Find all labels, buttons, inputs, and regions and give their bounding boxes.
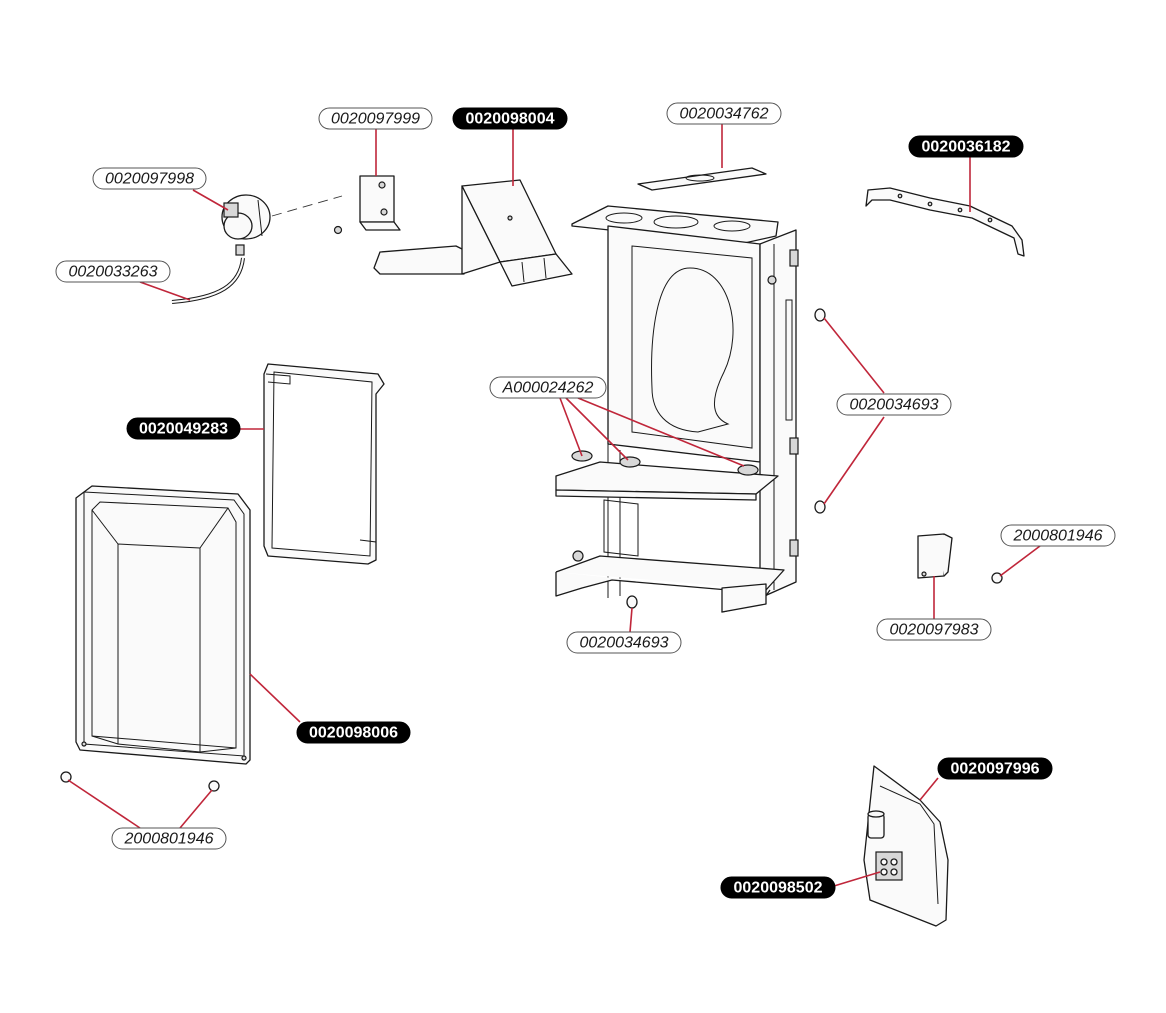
part-number-text: 0020098004	[466, 111, 555, 128]
small-cover-part	[917, 533, 953, 579]
part-number-text: 2000801946	[1013, 528, 1103, 545]
gasket-frame-part	[263, 363, 385, 565]
mounting-bracket-part	[373, 179, 573, 287]
part-label-2000801946-bottom: 2000801946	[111, 827, 227, 850]
part-label-0020033263: 0020033263	[55, 260, 171, 283]
part-number-text: 0020097998	[105, 171, 194, 188]
pressure-switch-part	[221, 194, 271, 256]
part-label-2000801946-right: 2000801946	[1000, 524, 1116, 547]
part-number-text: 0020097999	[331, 111, 420, 128]
part-number-text: A000024262	[502, 380, 594, 397]
rail-bracket-part	[865, 187, 1025, 257]
screw-part	[208, 780, 220, 792]
part-number-text: 0020098006	[309, 725, 398, 742]
front-casing-part	[75, 485, 251, 765]
part-label-A000024262: A000024262	[489, 376, 607, 399]
part-number-text: 0020034693	[850, 397, 939, 414]
control-panel-part	[863, 765, 949, 927]
connector-part	[875, 851, 903, 881]
part-label-0020049283: 0020049283	[126, 417, 241, 440]
part-label-0020034762: 0020034762	[666, 102, 782, 125]
part-label-0020098502: 0020098502	[720, 876, 836, 899]
part-label-0020097999: 0020097999	[318, 107, 433, 130]
part-label-0020036182: 0020036182	[908, 135, 1024, 158]
part-number-text: 0020098502	[734, 880, 823, 897]
switch-bracket-part	[359, 175, 401, 231]
grommet-part	[814, 308, 826, 322]
top-plate-part	[637, 167, 767, 191]
part-number-text: 0020033263	[69, 264, 158, 281]
part-number-text: 0020036182	[922, 139, 1011, 156]
screw-part	[991, 572, 1003, 584]
part-label-0020098006: 0020098006	[296, 721, 411, 744]
grommet-part	[814, 500, 826, 514]
alignment-dash-line	[271, 195, 343, 217]
part-number-text: 2000801946	[124, 831, 214, 848]
part-label-0020034693-bottom: 0020034693	[566, 631, 682, 654]
main-frame-part	[555, 205, 799, 613]
part-number-text: 0020049283	[139, 421, 228, 438]
part-label-0020097996: 0020097996	[937, 757, 1053, 780]
part-number-text: 0020034762	[680, 106, 769, 123]
leader-lines	[67, 124, 1041, 887]
part-number-text: 0020097983	[890, 622, 979, 639]
part-number-text: 0020034693	[580, 635, 669, 652]
part-label-0020097983: 0020097983	[876, 618, 992, 641]
part-label-0020097998: 0020097998	[92, 167, 207, 190]
screw-part	[333, 225, 343, 235]
grommet-part	[626, 595, 638, 609]
part-label-0020034693-right: 0020034693	[836, 393, 952, 416]
part-label-0020098004: 0020098004	[452, 107, 568, 130]
part-number-text: 0020097996	[951, 761, 1040, 778]
